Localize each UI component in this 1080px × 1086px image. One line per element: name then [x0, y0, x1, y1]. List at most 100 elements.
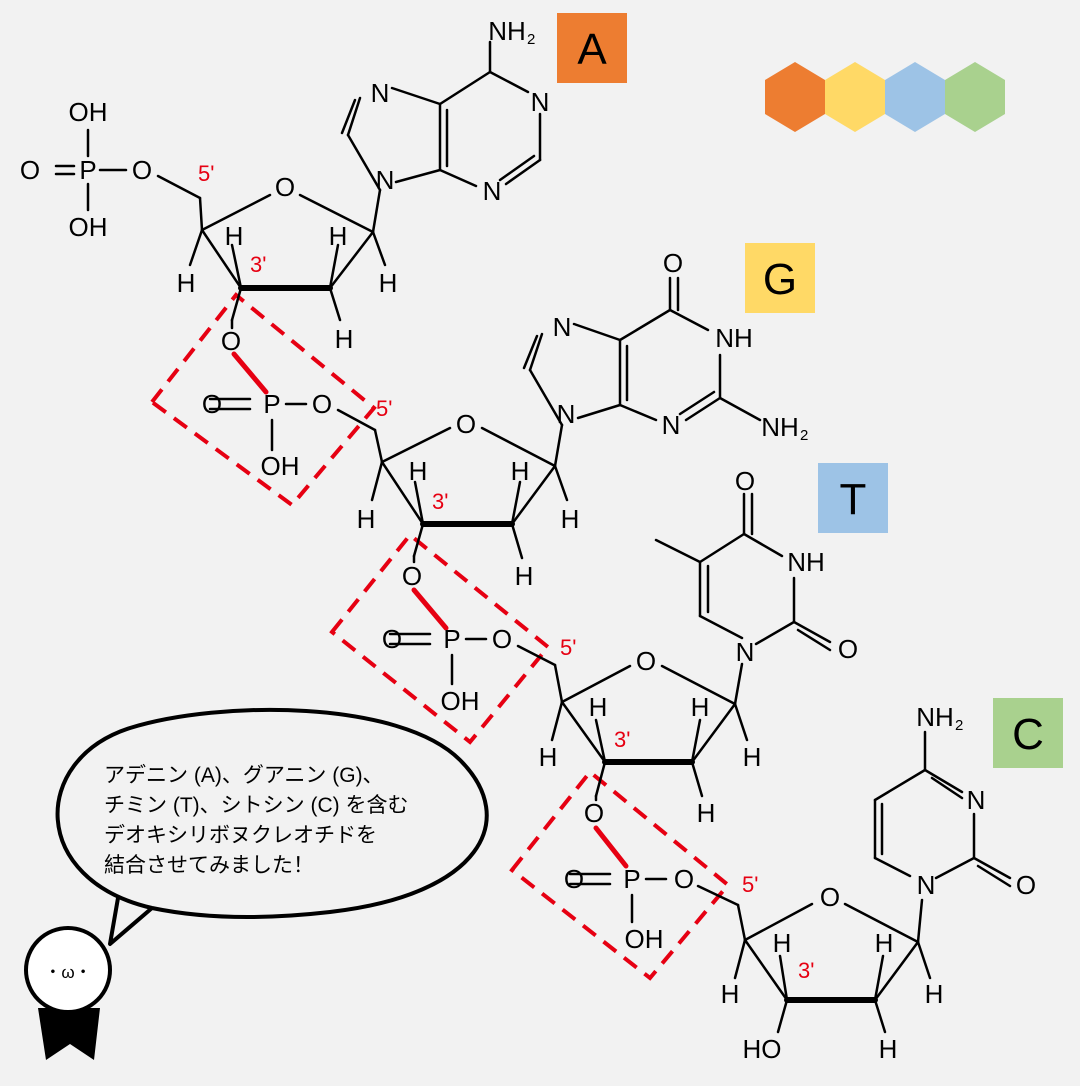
atom-label: N	[967, 785, 986, 815]
atom-label: O	[838, 634, 858, 664]
atom-subscript: 2	[527, 31, 535, 48]
base-letter-t: T	[840, 475, 867, 524]
atom-label: O	[636, 646, 656, 676]
atom-label: OH	[69, 212, 108, 242]
atom-label: N	[531, 87, 550, 117]
base-letter-a: A	[577, 25, 607, 74]
highlight-box-2	[329, 532, 551, 745]
palette-hex-blue	[885, 62, 945, 132]
atom-label: H	[335, 324, 354, 354]
atom-label: O	[456, 409, 476, 439]
atom-label: O	[202, 389, 222, 419]
color-palette	[765, 62, 1005, 132]
atom-label: H	[539, 742, 558, 772]
palette-hex-orange	[765, 62, 825, 132]
base-badge-g: G	[745, 243, 815, 313]
atom-label: O	[312, 389, 332, 419]
atom-label: H	[773, 928, 792, 958]
atom-label: H	[925, 979, 944, 1009]
atom-label: O	[584, 798, 604, 828]
atom-label: N	[917, 870, 936, 900]
label-5-prime-2: 5'	[376, 396, 392, 421]
atom-label: H	[379, 268, 398, 298]
atom-label: NH	[715, 323, 753, 353]
atom-label: O	[275, 172, 295, 202]
atom-label: O	[1016, 870, 1036, 900]
atom-labels: OH O P O OH O H H H H H O N N N N NH 2 O…	[20, 16, 1036, 1064]
atom-label: HO	[743, 1034, 782, 1064]
highlight-box-1	[149, 292, 377, 508]
atom-label: H	[225, 221, 244, 251]
mascot-head	[24, 926, 112, 1014]
palette-hex-green	[945, 62, 1005, 132]
atom-label: N	[736, 637, 755, 667]
atom-label: NH	[488, 16, 526, 46]
atom-label: O	[382, 624, 402, 654]
atom-label: O	[564, 864, 584, 894]
atom-label: H	[879, 1034, 898, 1064]
atom-label: H	[875, 928, 894, 958]
atom-label: N	[557, 399, 576, 429]
speech-line-2: チミン (T)、シトシン (C) を含む	[104, 794, 408, 817]
label-3-prime-1: 3'	[250, 252, 266, 277]
atom-label: N	[553, 312, 572, 342]
label-3-prime-4: 3'	[798, 958, 814, 983]
label-5-prime-1: 5'	[198, 161, 214, 186]
speech-line-1: アデニン (A)、グアニン (G)、	[104, 764, 384, 787]
label-3-prime-2: 3'	[432, 489, 448, 514]
atom-label: O	[132, 155, 152, 185]
label-5-prime-3: 5'	[560, 635, 576, 660]
base-letter-c: C	[1012, 710, 1044, 759]
label-5-prime-4: 5'	[742, 872, 758, 897]
atom-subscript: 2	[800, 427, 808, 444]
mascot-face: ・ω・	[44, 963, 91, 982]
atom-label: N	[662, 410, 681, 440]
atom-label: H	[177, 268, 196, 298]
carbon-position-labels: 5' 3' 5' 3' 5' 3' 5' 3'	[198, 161, 814, 983]
atom-label: P	[263, 389, 280, 419]
base-badge-t: T	[818, 463, 888, 533]
speech-line-4: 結合させてみました！	[104, 854, 314, 877]
atom-label: NH	[761, 412, 799, 442]
atom-label: H	[515, 561, 534, 591]
atom-label: H	[329, 221, 348, 251]
base-badge-c: C	[993, 698, 1063, 768]
sugar-front-edges	[238, 285, 878, 1003]
atom-label: P	[443, 624, 460, 654]
atom-subscript: 2	[955, 717, 963, 734]
atom-label: O	[820, 882, 840, 912]
mascot-body	[38, 1008, 100, 1060]
atom-label: OH	[625, 924, 664, 954]
atom-label: H	[589, 692, 608, 722]
atom-label: H	[697, 798, 716, 828]
atom-label: O	[20, 155, 40, 185]
atom-label: P	[623, 864, 640, 894]
label-3-prime-3: 3'	[614, 727, 630, 752]
atom-label: O	[735, 466, 755, 496]
atom-label: NH	[916, 702, 954, 732]
atom-label: O	[492, 624, 512, 654]
atom-label: N	[483, 176, 502, 206]
atom-label: OH	[69, 97, 108, 127]
atom-label: H	[357, 504, 376, 534]
atom-label: O	[674, 864, 694, 894]
atom-label: H	[691, 692, 710, 722]
atom-label: OH	[441, 686, 480, 716]
atom-label: H	[561, 504, 580, 534]
atom-label: NH	[787, 547, 825, 577]
ester-bonds	[231, 351, 629, 869]
atom-label: N	[371, 78, 390, 108]
atom-label: H	[511, 456, 530, 486]
atom-label: OH	[261, 451, 300, 481]
atom-label: O	[402, 561, 422, 591]
speech-line-3: デオキシリボヌクレオチドを	[104, 824, 377, 847]
highlight-box-3	[509, 769, 731, 981]
atom-label: N	[376, 165, 395, 195]
atom-label: P	[79, 155, 96, 185]
atom-label: H	[721, 979, 740, 1009]
base-letter-g: G	[763, 255, 797, 304]
bonds	[54, 40, 1012, 1034]
base-badge-a: A	[557, 13, 627, 83]
